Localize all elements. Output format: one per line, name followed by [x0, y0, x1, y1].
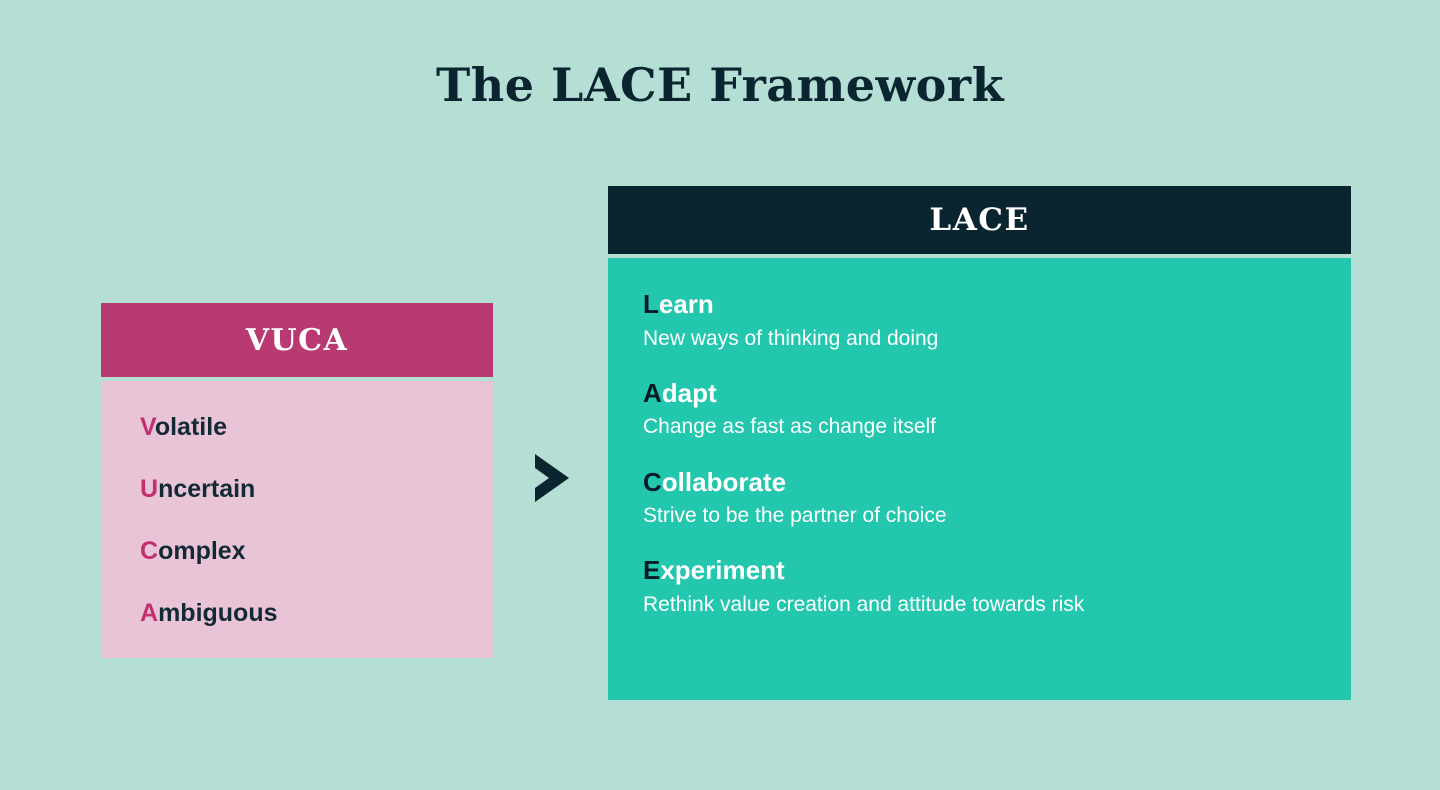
lace-panel-header: LACE — [608, 186, 1351, 254]
list-item: Adapt Change as fast as change itself — [643, 377, 1351, 441]
vuca-item-initial: C — [140, 537, 159, 565]
list-item: Collaborate Strive to be the partner of … — [643, 466, 1351, 530]
lace-item-term: Learn — [643, 288, 1351, 321]
lace-item-initial: A — [643, 377, 662, 408]
list-item: Experiment Rethink value creation and at… — [643, 554, 1351, 618]
lace-item-label: ollaborate — [661, 466, 787, 497]
chevron-right-icon — [531, 452, 573, 504]
vuca-item-initial: U — [140, 475, 159, 503]
lace-item-term: Collaborate — [643, 466, 1351, 499]
vuca-item-label: omplex — [158, 537, 246, 565]
lace-item-label: dapt — [661, 377, 717, 408]
vuca-panel-body: Volatile Uncertain Complex Ambiguous — [101, 381, 493, 658]
lace-item-description: Rethink value creation and attitude towa… — [643, 592, 1085, 616]
vuca-item-label: olatile — [154, 413, 228, 441]
lace-item-initial: E — [643, 555, 661, 586]
vuca-item-label: mbiguous — [158, 599, 278, 627]
list-item: Uncertain — [140, 477, 493, 502]
lace-item-initial: C — [643, 466, 662, 497]
lace-item-label: xperiment — [660, 555, 785, 586]
vuca-item-label: ncertain — [158, 475, 256, 503]
page-title: The LACE Framework — [436, 58, 1004, 112]
vuca-header-label: VUCA — [245, 322, 349, 358]
vuca-item-initial: V — [140, 413, 155, 441]
lace-item-description: New ways of thinking and doing — [643, 326, 939, 350]
vuca-panel-header: VUCA — [101, 303, 493, 377]
lace-item-term: Adapt — [643, 377, 1351, 410]
lace-item-term: Experiment — [643, 554, 1351, 587]
vuca-item-initial: A — [140, 599, 159, 627]
lace-item-initial: L — [643, 289, 659, 319]
lace-item-label: earn — [658, 289, 714, 319]
list-item: Ambiguous — [140, 601, 493, 626]
lace-item-description: Strive to be the partner of choice — [643, 504, 947, 528]
list-item: Volatile — [140, 415, 493, 440]
list-item: Complex — [140, 539, 493, 564]
lace-item-description: Change as fast as change itself — [643, 415, 937, 439]
vuca-panel: VUCA Volatile Uncertain Complex Ambiguou… — [101, 303, 493, 658]
lace-panel: LACE Learn New ways of thinking and doin… — [608, 186, 1351, 700]
lace-panel-body: Learn New ways of thinking and doing Ada… — [608, 258, 1351, 700]
list-item: Learn New ways of thinking and doing — [643, 288, 1351, 352]
lace-header-label: LACE — [929, 202, 1030, 238]
